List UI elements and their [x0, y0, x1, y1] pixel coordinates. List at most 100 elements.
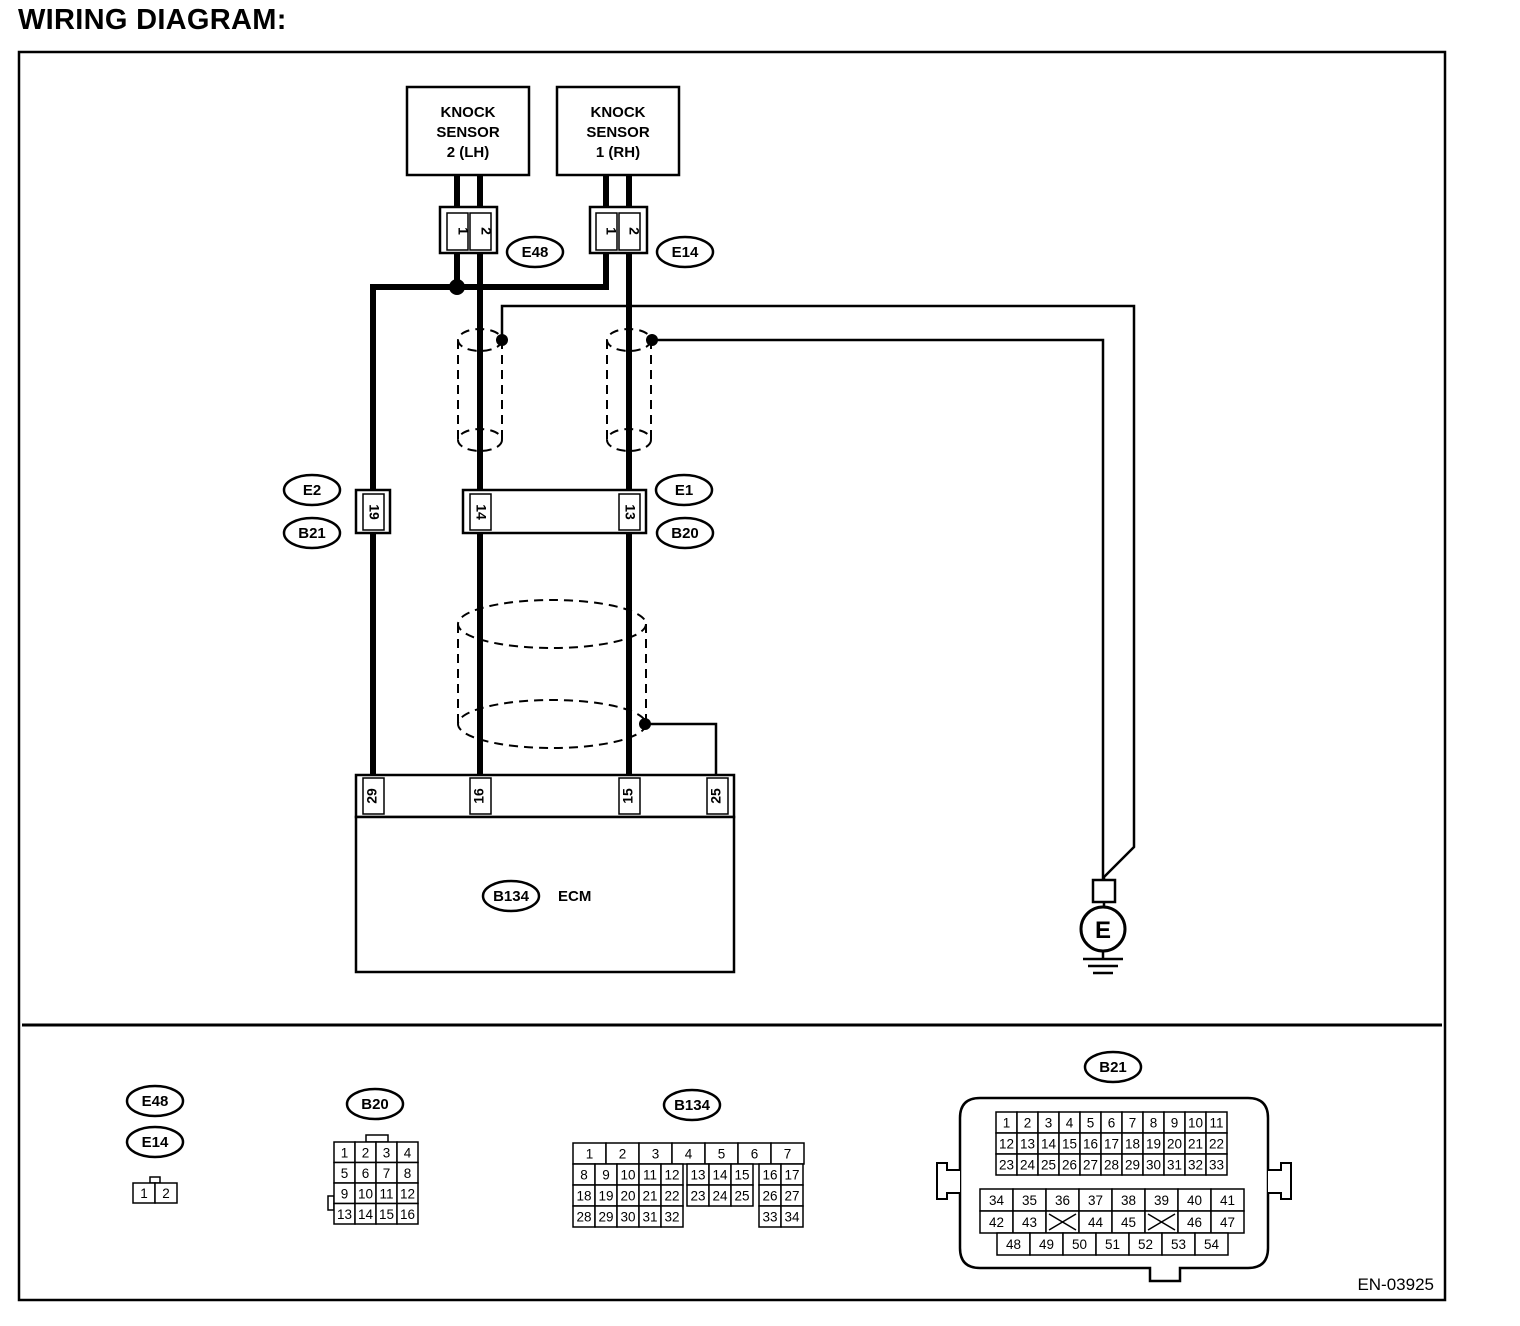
b21-pin-13: 13 [1016, 1132, 1039, 1155]
svg-text:20: 20 [620, 1189, 635, 1204]
svg-text:18: 18 [576, 1189, 591, 1204]
b21-pin-7: 7 [1121, 1111, 1144, 1134]
shield-harness [457, 599, 647, 749]
b21-pin-37: 37 [1078, 1188, 1113, 1212]
connector-e48: 1 2 [438, 205, 499, 255]
svg-text:E48: E48 [522, 244, 549, 261]
svg-text:E2: E2 [303, 482, 321, 499]
b20-pin-10: 10 [354, 1182, 377, 1205]
legend-e14-oval: E14 [142, 1134, 169, 1151]
svg-text:9: 9 [1171, 1116, 1179, 1131]
svg-text:35: 35 [1022, 1193, 1037, 1208]
shield-rh [606, 328, 652, 452]
svg-text:8: 8 [580, 1168, 588, 1183]
b134-pin-29: 29 [594, 1205, 618, 1228]
svg-text:3: 3 [1045, 1116, 1053, 1131]
svg-text:2: 2 [1024, 1116, 1032, 1131]
b134-pin-33: 33 [758, 1205, 782, 1228]
svg-text:27: 27 [784, 1189, 799, 1204]
ecm-pin-29: 29 [364, 788, 380, 804]
svg-text:29: 29 [1125, 1158, 1140, 1173]
page-title: WIRING DIAGRAM: [18, 4, 287, 36]
svg-text:15: 15 [734, 1168, 749, 1183]
svg-text:54: 54 [1204, 1237, 1220, 1252]
knock-sensor-2-label-1: KNOCK [441, 104, 496, 121]
svg-text:4: 4 [404, 1145, 412, 1160]
figure-code: EN-03925 [1357, 1275, 1434, 1294]
e14-pin-1: 1 [603, 227, 619, 235]
svg-text:41: 41 [1220, 1193, 1235, 1208]
ground-label: E [1095, 917, 1111, 944]
svg-text:38: 38 [1121, 1193, 1136, 1208]
svg-text:11: 11 [379, 1186, 393, 1201]
b134-pin-28: 28 [572, 1205, 596, 1228]
svg-text:20: 20 [1167, 1137, 1182, 1152]
svg-text:19: 19 [1146, 1137, 1161, 1152]
svg-text:14: 14 [358, 1207, 374, 1222]
b134-pin-31: 31 [638, 1205, 662, 1228]
shield-wire-rh [652, 338, 1105, 880]
svg-text:49: 49 [1039, 1237, 1054, 1252]
b20-pin-7: 7 [375, 1161, 398, 1184]
svg-text:12: 12 [400, 1186, 415, 1201]
b134-pin-10: 10 [616, 1163, 640, 1186]
svg-text:29: 29 [598, 1210, 613, 1225]
svg-text:27: 27 [1083, 1158, 1098, 1173]
svg-text:48: 48 [1006, 1237, 1021, 1252]
svg-text:10: 10 [1188, 1116, 1203, 1131]
svg-text:3: 3 [383, 1145, 391, 1160]
svg-text:13: 13 [1020, 1137, 1035, 1152]
svg-text:52: 52 [1138, 1237, 1153, 1252]
b134-pin-9: 9 [594, 1163, 618, 1186]
knock-sensor-1-rh: KNOCK SENSOR 1 (RH) [555, 85, 681, 177]
b21-pin-8: 8 [1142, 1111, 1165, 1134]
b21-pin-33: 33 [1205, 1153, 1228, 1176]
svg-text:26: 26 [1062, 1158, 1077, 1173]
b21-pin-45: 45 [1111, 1210, 1146, 1234]
svg-text:5: 5 [1087, 1116, 1095, 1131]
b134-pin-3: 3 [638, 1142, 673, 1165]
b20-pin-8: 8 [396, 1161, 419, 1184]
knock-sensor-1-label-1: KNOCK [591, 104, 646, 121]
svg-text:E1: E1 [675, 482, 693, 499]
svg-text:32: 32 [664, 1210, 679, 1225]
b21-pin-36: 36 [1045, 1188, 1080, 1212]
svg-text:47: 47 [1220, 1215, 1235, 1230]
b21-pin-49: 49 [1029, 1232, 1064, 1256]
svg-text:46: 46 [1187, 1215, 1202, 1230]
svg-text:B20: B20 [671, 525, 699, 542]
ecm-pin-25: 25 [708, 788, 724, 804]
b134-pin-13: 13 [686, 1163, 710, 1186]
b21-blank-pin [1144, 1210, 1179, 1234]
b134-pin-5: 5 [704, 1142, 739, 1165]
b134-pin-15: 15 [730, 1163, 754, 1186]
legend-b134-oval: B134 [674, 1097, 711, 1114]
b134-pin-14: 14 [708, 1163, 732, 1186]
svg-text:31: 31 [642, 1210, 657, 1225]
svg-text:19: 19 [598, 1189, 613, 1204]
b21-pin-34: 34 [979, 1188, 1014, 1212]
svg-text:7: 7 [1129, 1116, 1137, 1131]
e14-oval: E14 [655, 235, 715, 269]
svg-text:34: 34 [784, 1210, 800, 1225]
b134-pin-4: 4 [671, 1142, 706, 1165]
svg-text:6: 6 [1108, 1116, 1116, 1131]
b21-pin-11: 11 [1205, 1111, 1228, 1134]
b134-oval: B134 [493, 888, 530, 905]
b21-pin-43: 43 [1012, 1210, 1047, 1234]
b21-pin-17: 17 [1100, 1132, 1123, 1155]
svg-text:44: 44 [1088, 1215, 1104, 1230]
b20-pin-2: 2 [354, 1141, 377, 1164]
b21-pin-9: 9 [1163, 1111, 1186, 1134]
b20-pin-1: 1 [333, 1141, 356, 1164]
svg-text:10: 10 [358, 1186, 373, 1201]
b21-pin-48: 48 [996, 1232, 1031, 1256]
b21-pin-1: 1 [995, 1111, 1018, 1134]
legend-e48-oval: E48 [142, 1093, 169, 1110]
svg-text:15: 15 [1062, 1137, 1077, 1152]
b134-pin-24: 24 [708, 1184, 732, 1207]
svg-text:26: 26 [762, 1189, 777, 1204]
